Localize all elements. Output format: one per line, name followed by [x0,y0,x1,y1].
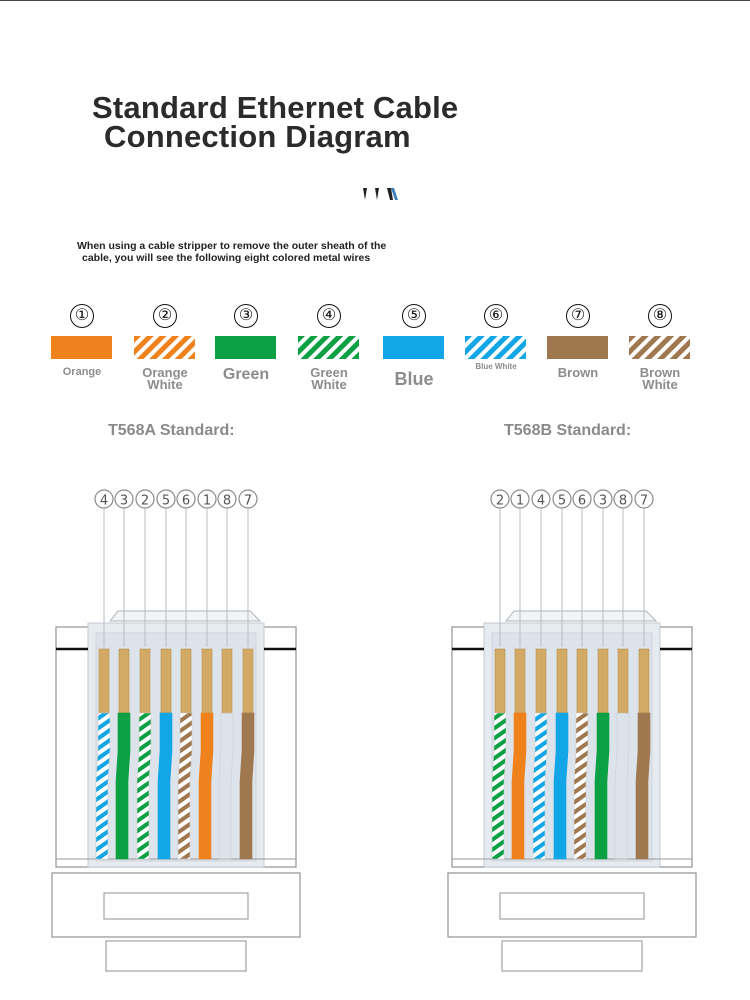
svg-text:4: 4 [100,494,108,509]
intro-line-2: cable, you will see the following eight … [82,252,371,264]
plug-body [55,610,297,868]
legend-item-7: ⑦ Brown [547,301,627,396]
t568a-standard-label: T568A Standard: [108,422,235,439]
legend-number-2: ② [153,304,177,328]
svg-text:1: 1 [203,494,211,509]
svg-text:2: 2 [496,494,504,509]
legend-label-line: Green [222,366,270,383]
svg-text:2: 2 [141,494,149,509]
svg-text:6: 6 [182,494,190,509]
legend-swatch-6 [465,336,526,359]
intro-line-1: When using a cable stripper to remove th… [77,240,387,252]
legend-number-1: ① [70,304,94,328]
legend-swatch-3 [215,336,276,359]
wire-5-position-4: 5 [552,489,572,860]
svg-text:5: 5 [162,494,170,509]
wire-7-position-8: 7 [238,489,258,860]
legend-item-5: ⑤ Blue [383,301,463,396]
legend-number-3: ③ [234,304,258,328]
decorative-ticks-icon [363,188,398,200]
svg-text:5: 5 [558,494,566,509]
legend-label-line: White [311,377,347,392]
legend-label-line: Blue White [475,362,517,371]
wire-8-position-7: 8 [217,489,237,860]
svg-text:1: 1 [516,494,524,509]
diagram-title: Standard Ethernet Cable Connection Diagr… [92,90,459,154]
wire-7-position-8: 7 [634,489,654,860]
legend-swatch-5 [383,336,444,359]
wire-2-position-1: 2 [490,489,510,860]
legend-item-6: ⑥ Blue White [465,301,545,396]
legend-swatch-8 [629,336,690,359]
legend-number-5: ⑤ [402,304,426,328]
svg-text:3: 3 [599,494,607,509]
wire-5-position-4: 5 [156,489,176,860]
legend-label-1: Orange [41,366,123,378]
svg-text:6: 6 [578,494,586,509]
legend-label-3: Green [205,366,287,383]
legend-label-line: Orange [62,366,102,378]
wire-4-position-1: 4 [94,489,114,860]
plug-boot [447,872,697,972]
wire-3-position-6: 3 [593,489,613,860]
legend-swatch-7 [547,336,608,359]
legend-label-6: Blue White [455,362,537,371]
legend-number-4: ④ [317,304,341,328]
legend-label-7: Brown [537,365,619,380]
legend-label-line: Green [310,365,348,380]
wire-8-position-7: 8 [613,489,633,860]
legend-label-line: Orange [142,365,188,380]
svg-text:7: 7 [640,494,648,509]
legend-item-3: ③ Green [215,301,295,396]
svg-text:3: 3 [120,494,128,509]
legend-number-6: ⑥ [484,304,508,328]
svg-text:8: 8 [223,494,231,509]
legend-number-7: ⑦ [566,304,590,328]
intro-text: When using a cable stripper to remove th… [77,240,497,264]
title-line-2: Connection Diagram [104,119,411,154]
legend-swatch-4 [298,336,359,359]
wire-2-position-3: 2 [135,489,155,860]
legend-number-8: ⑧ [648,304,672,328]
legend-label-5: Blue [373,369,455,389]
svg-text:4: 4 [537,494,545,509]
svg-text:8: 8 [619,494,627,509]
legend-label-line: White [642,377,678,392]
legend-swatch-1 [51,336,112,359]
legend-label-line: Brown [639,365,681,380]
wire-6-position-5: 6 [572,489,592,860]
title-line-1: Standard Ethernet Cable [92,90,459,125]
wire-1-position-6: 1 [197,489,217,860]
legend-item-1: ① Orange [51,301,131,396]
legend-label-line: Blue [394,369,434,389]
wire-3-position-2: 3 [114,489,134,860]
t568b-standard-label: T568B Standard: [504,422,632,439]
plug-boot [51,872,301,972]
wire-6-position-5: 6 [176,489,196,860]
wire-4-position-3: 4 [531,489,551,860]
legend-label-line: White [147,377,183,392]
legend-label-line: Brown [557,365,599,380]
plug-body [451,610,693,868]
svg-text:7: 7 [244,494,252,509]
wire-1-position-2: 1 [510,489,530,860]
legend-swatch-2 [134,336,195,359]
